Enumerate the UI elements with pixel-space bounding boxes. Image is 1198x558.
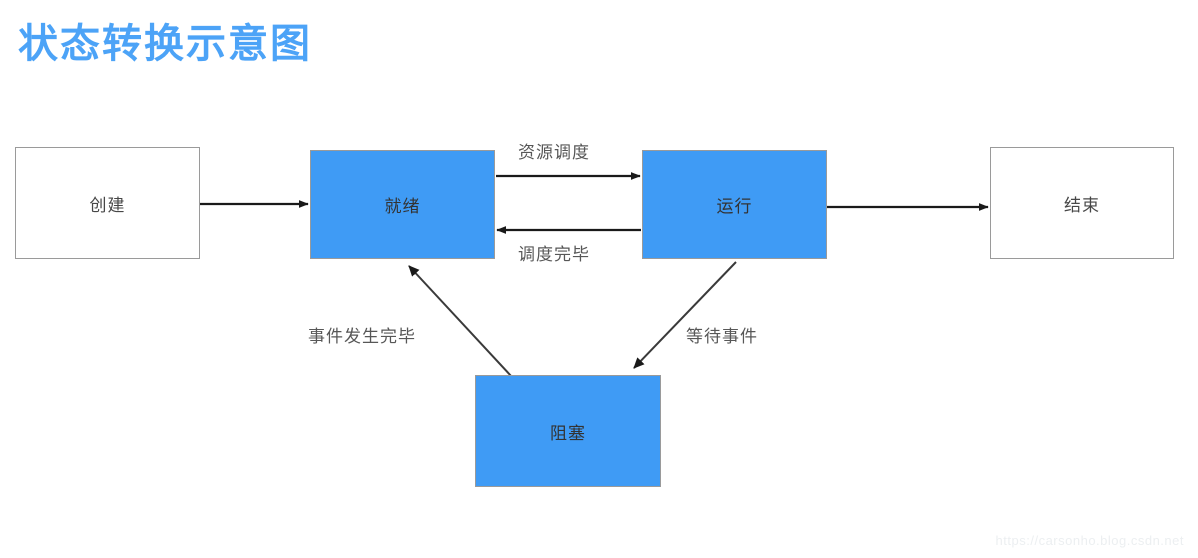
node-create[interactable]: 创建 — [15, 147, 200, 259]
label-resource-schedule: 资源调度 — [518, 143, 590, 162]
edge-blocked-to-ready — [408, 265, 513, 378]
edge-running-to-blocked — [633, 261, 737, 369]
label-event-finished: 事件发生完毕 — [308, 327, 416, 346]
node-end[interactable]: 结束 — [990, 147, 1174, 259]
watermark: https://carsonho.blog.csdn.net — [995, 533, 1184, 548]
label-wait-event: 等待事件 — [686, 327, 758, 346]
node-blocked-label: 阻塞 — [550, 423, 586, 443]
page-title: 状态转换示意图 — [18, 22, 312, 66]
node-ready[interactable]: 就绪 — [310, 150, 495, 259]
node-running[interactable]: 运行 — [642, 150, 827, 259]
node-running-label: 运行 — [716, 197, 753, 216]
node-ready-label: 就绪 — [384, 197, 421, 216]
node-end-label: 结束 — [1064, 195, 1100, 215]
node-blocked[interactable]: 阻塞 — [475, 375, 661, 487]
node-create-label: 创建 — [89, 195, 126, 215]
label-schedule-done: 调度完毕 — [518, 245, 590, 264]
